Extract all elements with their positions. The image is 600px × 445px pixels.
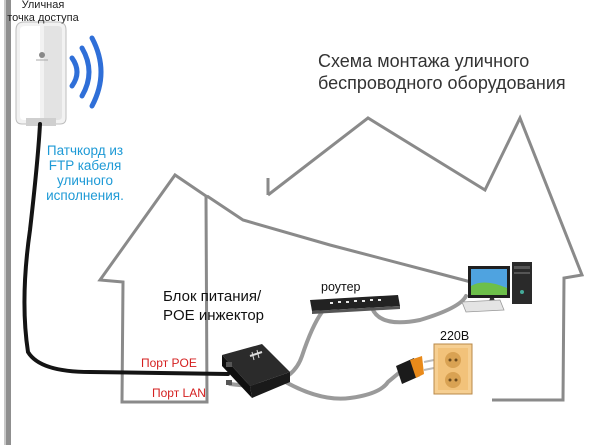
cable-note-line: уличного — [56, 173, 113, 188]
power-cable — [280, 370, 402, 401]
access-point-label-line1: Уличная — [21, 0, 65, 11]
cable-note: Патчкорд из FTP кабеля уличного исполнен… — [28, 143, 142, 203]
cable-note-line: исполнения. — [46, 188, 124, 203]
diagram-title: Схема монтажа уличного беспроводного обо… — [318, 50, 566, 94]
cable-note-line: FTP кабеля — [48, 158, 122, 173]
title-line2: беспроводного оборудования — [318, 73, 566, 93]
mast-pole — [4, 0, 11, 445]
outdoor-access-point-icon — [15, 21, 67, 126]
power-supply-label-line2: POE инжектор — [163, 307, 265, 324]
title-line1: Схема монтажа уличного — [318, 51, 530, 71]
poe-injector-icon — [222, 344, 290, 398]
wifi-waves-icon — [69, 35, 104, 109]
power-supply-label-line1: Блок питания/ — [163, 288, 262, 305]
ftp-patch-cord — [22, 122, 230, 376]
access-point-label: Уличная точка доступа — [2, 0, 84, 25]
house-outline — [97, 114, 585, 404]
power-supply-label: Блок питания/ POE инжектор — [163, 287, 264, 325]
router-icon — [310, 295, 400, 314]
router-label: роутер — [321, 280, 361, 294]
access-point-label-line2: точка доступа — [7, 12, 79, 24]
power-plug-icon — [396, 356, 435, 384]
port-lan-label: Порт LAN — [152, 386, 206, 400]
port-poe-label: Порт POE — [141, 356, 197, 370]
outlet-voltage-label: 220В — [440, 329, 470, 343]
cable-note-line: Патчкорд из — [46, 143, 124, 158]
power-outlet-icon — [433, 343, 473, 395]
lan-cable-computer — [370, 294, 468, 325]
desktop-computer-icon — [461, 262, 532, 313]
